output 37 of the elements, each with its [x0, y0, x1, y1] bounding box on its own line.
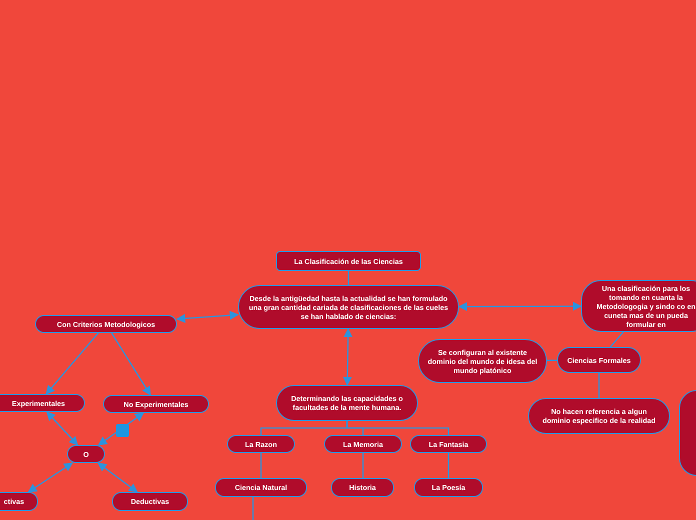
connector — [458, 302, 582, 312]
connector — [176, 310, 239, 323]
concept-box — [0, 394, 85, 412]
connector — [98, 412, 144, 446]
concept-box — [276, 385, 418, 421]
concept-box — [0, 492, 38, 511]
connector — [28, 462, 74, 493]
connector — [46, 332, 99, 395]
concept-box — [557, 347, 641, 373]
concept-box — [528, 398, 670, 434]
concept-box — [410, 435, 487, 453]
concept-box — [215, 478, 307, 497]
concept-box — [238, 285, 459, 329]
concept-box — [581, 280, 696, 332]
concept-box — [324, 435, 402, 453]
connector — [111, 332, 151, 396]
connector — [362, 453, 364, 478]
connector — [46, 411, 78, 446]
connector — [346, 421, 450, 435]
concept-box — [112, 492, 188, 511]
connector — [348, 271, 350, 285]
connector — [252, 497, 254, 520]
connector — [610, 332, 624, 348]
concept-box — [35, 315, 177, 333]
connector — [97, 462, 138, 493]
concept-box — [103, 395, 209, 413]
connector — [448, 453, 450, 478]
concept-box — [414, 478, 483, 497]
connector — [598, 373, 600, 398]
concept-box — [418, 339, 547, 383]
concept-box — [331, 478, 394, 497]
concept-box — [276, 251, 421, 271]
concept-box — [67, 445, 105, 463]
connector — [342, 328, 353, 386]
concept-box — [227, 435, 295, 453]
connector — [547, 360, 557, 362]
connector — [260, 453, 262, 478]
